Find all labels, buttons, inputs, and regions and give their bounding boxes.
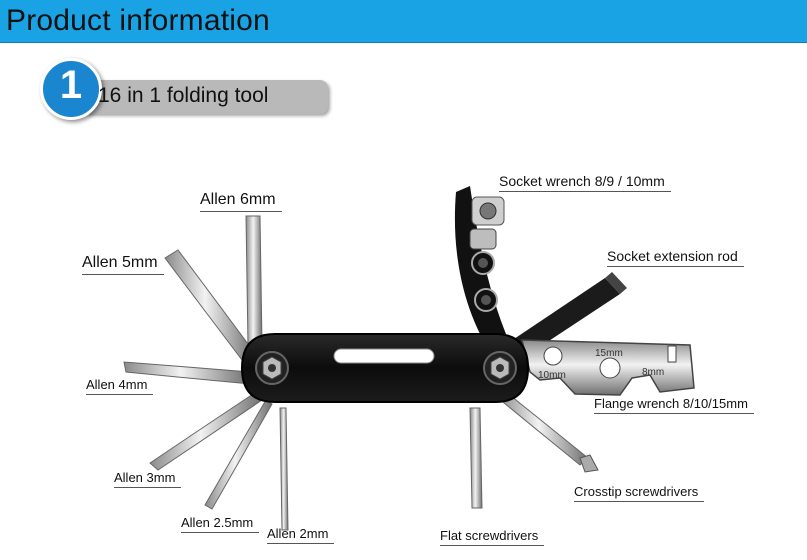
allen-2-blade	[279, 407, 289, 531]
screwdrivers	[469, 391, 599, 509]
label-underline	[82, 274, 164, 275]
label-underline	[440, 545, 545, 546]
label-underline	[607, 266, 744, 267]
allen-25-blade	[204, 399, 273, 510]
section-number-circle: 1	[40, 58, 102, 120]
crosstip-screwdriver-blade	[497, 391, 589, 466]
label-allen-5mm: Allen 5mm	[82, 254, 164, 275]
socket-wrench-sockets	[469, 196, 505, 312]
label-underline	[86, 394, 154, 395]
allen-keys	[123, 215, 289, 531]
label-allen-6mm: Allen 6mm	[200, 191, 282, 212]
label-socket-wrench: Socket wrench 8/9 / 10mm	[499, 173, 671, 192]
label-underline	[267, 543, 335, 544]
flat-screwdriver-blade	[469, 407, 483, 509]
section-title: 16 in 1 folding tool	[98, 84, 269, 107]
label-allen-2mm: Allen 2mm	[267, 526, 335, 544]
label-allen-3mm: Allen 3mm	[114, 470, 182, 488]
label-underline	[114, 487, 182, 488]
allen-6-blade	[245, 215, 263, 346]
header-bar: Product information	[0, 0, 807, 43]
label-flat-screwdrivers: Flat screwdrivers	[440, 528, 545, 546]
wrench-mark-15: 15mm	[595, 348, 623, 359]
label-allen-4mm: Allen 4mm	[86, 377, 154, 395]
label-underline	[200, 211, 282, 212]
wrench-mark-10: 10mm	[538, 370, 566, 381]
label-socket-extension-rod: Socket extension rod	[607, 248, 744, 267]
label-underline	[181, 532, 260, 533]
label-flange-wrench: Flange wrench 8/10/15mm	[594, 396, 754, 414]
wrench-mark-8: 8mm	[642, 367, 664, 378]
right-bolt	[483, 351, 517, 385]
allen-3-blade	[149, 391, 263, 471]
label-crosstip-screwdrivers: Crosstip screwdrivers	[574, 484, 705, 502]
allen-5-blade	[164, 249, 255, 361]
label-underline	[594, 413, 754, 414]
page-title: Product information	[6, 4, 270, 37]
label-allen-2-5mm: Allen 2.5mm	[181, 515, 260, 533]
section-number: 1	[59, 63, 83, 107]
flange-wrench: 15mm 10mm 8mm	[521, 339, 695, 396]
label-underline	[499, 191, 671, 192]
left-bolt	[255, 351, 289, 385]
tool-body	[240, 333, 530, 403]
socket-extension-rod	[505, 272, 627, 360]
section-pill	[86, 80, 328, 114]
label-underline	[574, 501, 705, 502]
